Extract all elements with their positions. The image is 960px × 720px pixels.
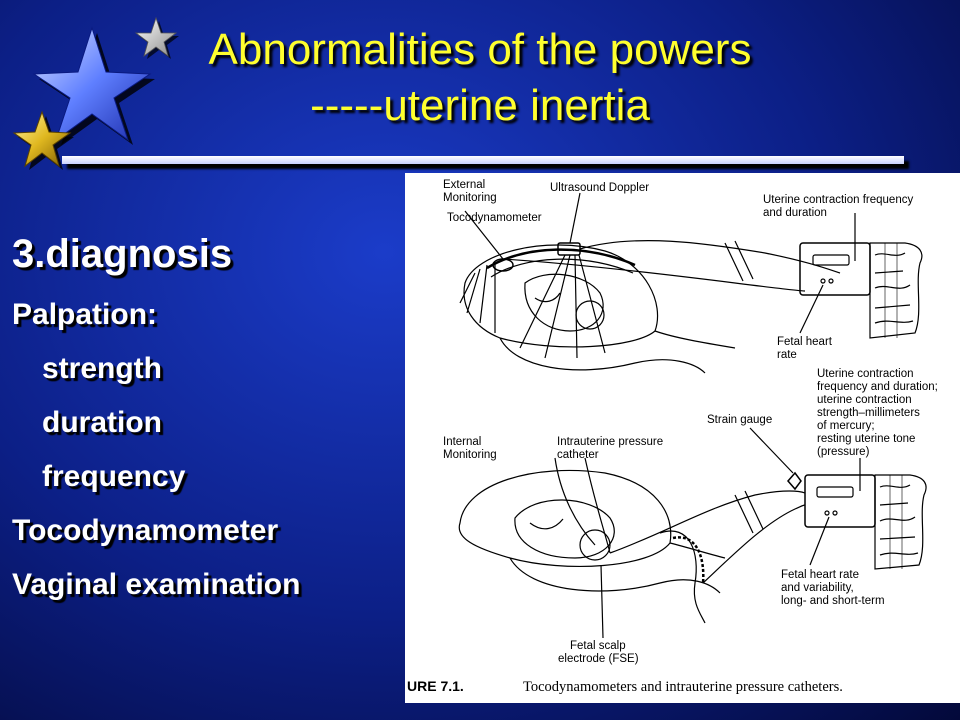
star-icon-large <box>32 26 155 145</box>
label-external-2: Monitoring <box>443 192 497 204</box>
label-external-1: External <box>443 179 485 191</box>
label-int-contraction-7: (pressure) <box>817 446 870 458</box>
label-fse-2: electrode (FSE) <box>558 653 639 665</box>
label-ext-contraction-1: Uterine contraction frequency <box>763 194 913 206</box>
palpation-item-duration: duration <box>42 406 162 439</box>
tocodynamometer-item: Tocodynamometer <box>12 514 279 547</box>
label-int-contraction-5: of mercury; <box>817 420 875 432</box>
label-int-fhr-2: and variability, <box>781 582 854 594</box>
figure-caption-text: Tocodynamometers and intrauterine pressu… <box>523 679 843 695</box>
label-ext-contraction-2: and duration <box>763 207 827 219</box>
stars-decoration <box>12 16 179 170</box>
label-tocodynamometer: Tocodynamometer <box>447 212 542 224</box>
label-int-fhr-3: long- and short-term <box>781 595 885 607</box>
label-int-contraction-3: uterine contraction <box>817 394 912 406</box>
section-heading: 3.diagnosis <box>12 232 233 276</box>
vaginal-exam-item: Vaginal examination <box>12 568 301 601</box>
figure-caption-number: URE 7.1. <box>407 678 464 694</box>
label-catheter-2: catheter <box>557 449 599 461</box>
label-int-contraction-4: strength–millimeters <box>817 407 920 419</box>
label-fhr-1: Fetal heart <box>777 336 833 348</box>
label-int-contraction-6: resting uterine tone <box>817 433 915 445</box>
title-divider <box>62 156 904 164</box>
label-int-contraction-1: Uterine contraction <box>817 368 914 380</box>
slide-title: Abnormalities of the powers -----uterine… <box>120 22 840 134</box>
monitoring-figure: External Monitoring Ultrasound Doppler T… <box>405 173 960 703</box>
palpation-item-frequency: frequency <box>42 460 186 493</box>
slide-body: 3.diagnosis Palpation: strength duration… <box>12 228 402 612</box>
palpation-label: Palpation: <box>12 298 158 331</box>
label-internal-2: Monitoring <box>443 449 497 461</box>
monitoring-illustration: External Monitoring Ultrasound Doppler T… <box>407 179 938 695</box>
label-ultrasound: Ultrasound Doppler <box>550 182 649 194</box>
label-int-contraction-2: frequency and duration; <box>817 381 938 393</box>
label-catheter-1: Intrauterine pressure <box>557 436 663 448</box>
star-icon-small <box>134 16 179 59</box>
label-fhr-2: rate <box>777 349 797 361</box>
star-icon-gold <box>12 110 74 170</box>
title-line-1: Abnormalities of the powers <box>208 25 752 74</box>
label-int-fhr-1: Fetal heart rate <box>781 569 859 581</box>
palpation-item-strength: strength <box>42 352 162 385</box>
title-line-2: -----uterine inertia <box>310 81 650 130</box>
label-internal-1: Internal <box>443 436 481 448</box>
label-strain-gauge: Strain gauge <box>707 414 772 426</box>
label-fse-1: Fetal scalp <box>570 640 626 652</box>
